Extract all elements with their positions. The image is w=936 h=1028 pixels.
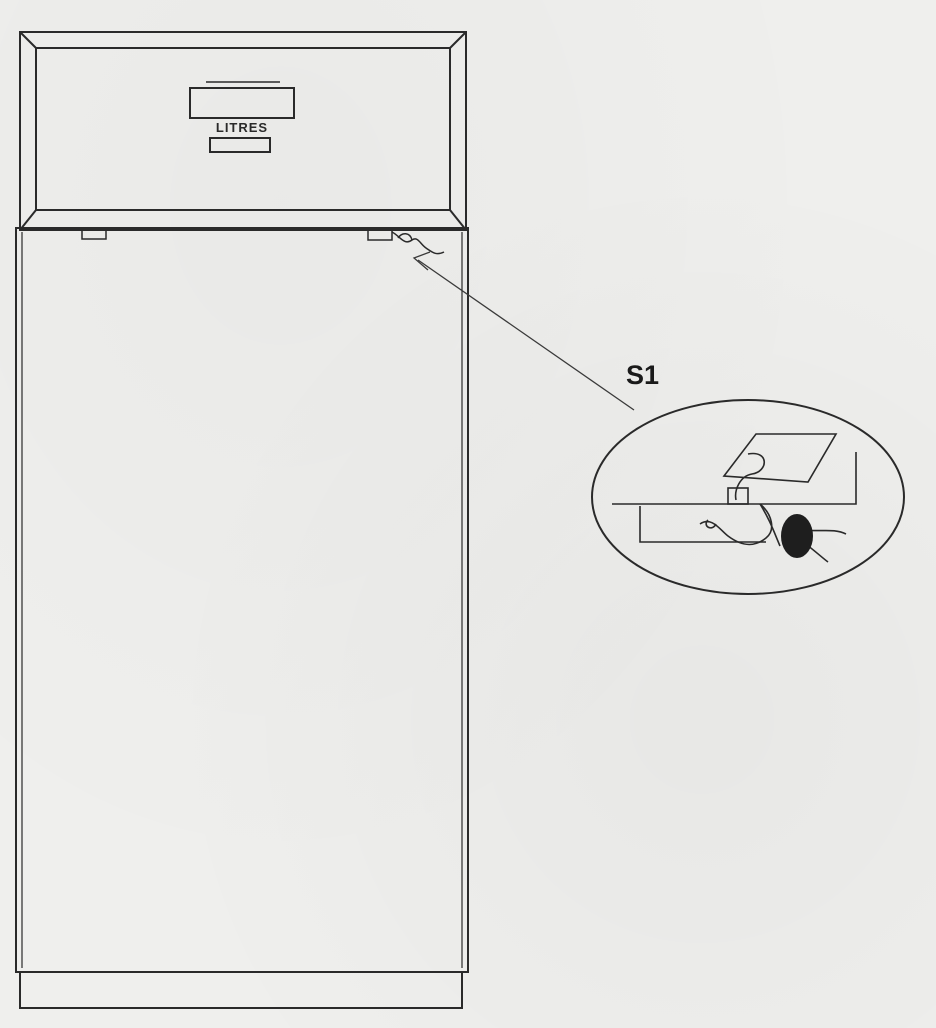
seal-detail <box>612 433 857 563</box>
detail-ellipse <box>591 399 905 595</box>
display-window <box>189 87 295 119</box>
seal-loop-small <box>397 233 413 241</box>
cabinet-outer <box>15 227 469 973</box>
header-housing <box>19 31 467 231</box>
cabinet-body <box>15 227 469 973</box>
seal-wire-down <box>759 503 781 547</box>
display-label: LITRES <box>216 120 268 135</box>
seal-tag <box>722 433 838 483</box>
header-outer-frame <box>19 31 467 231</box>
seal-wire-loop <box>699 503 773 546</box>
bevel-bottom-left <box>19 209 37 231</box>
bevel-bottom-right <box>449 209 467 231</box>
bracket-outline <box>639 506 766 543</box>
detail-bubble <box>591 399 905 595</box>
seal-mount-small <box>367 229 393 241</box>
base-plinth <box>19 971 463 1009</box>
bevel-top-right <box>449 31 467 49</box>
display-small-window <box>209 137 271 153</box>
detail-label: S1 <box>626 360 659 390</box>
bevel-top-left <box>19 31 37 49</box>
display-panel: LITRES <box>189 81 295 153</box>
lead-seal-blob <box>781 514 813 558</box>
housing-edge <box>612 452 857 505</box>
left-latch <box>81 229 107 240</box>
seal-wire-small <box>391 231 445 255</box>
seal-body <box>727 487 749 505</box>
header-inner-frame <box>35 47 451 211</box>
seal-wire-hook <box>705 519 717 529</box>
seal-mechanism-small <box>367 229 445 255</box>
callout-arrow <box>412 251 635 411</box>
callout-arrowhead <box>412 251 431 271</box>
callout-line <box>417 259 635 411</box>
seal-wire-top <box>734 452 766 501</box>
cabinet-base <box>19 971 463 1009</box>
